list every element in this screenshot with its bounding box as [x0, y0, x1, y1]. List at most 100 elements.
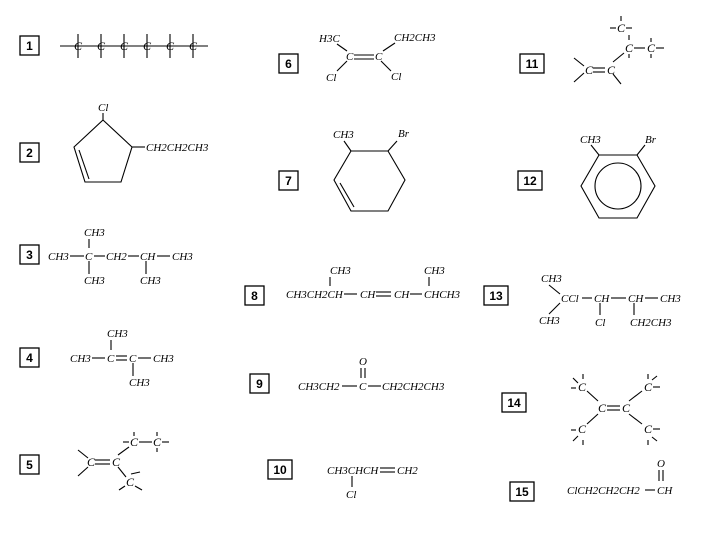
atom-label: CH2CH3: [394, 32, 436, 44]
alkene-skeleton: C C C C C: [77, 432, 169, 491]
atom-label: CH3CH2CH: [286, 289, 344, 301]
structure-number: 7: [285, 174, 292, 188]
atom-label: CH3: [84, 227, 105, 239]
svg-text:C: C: [625, 41, 634, 55]
atom-label: Cl: [595, 317, 605, 329]
svg-text:C: C: [87, 455, 96, 469]
svg-text:C: C: [617, 21, 626, 35]
svg-text:C: C: [189, 39, 198, 53]
atom-label: C: [375, 51, 383, 63]
svg-text:C: C: [578, 422, 587, 436]
svg-text:C: C: [143, 39, 152, 53]
structure-number-box: [244, 285, 265, 306]
structure-number-box: [501, 392, 527, 413]
structure-9: 9 O CH3CH2 C CH2CH2CH3: [249, 356, 445, 394]
svg-text:C: C: [644, 422, 653, 436]
atom-label: CH3CHCH: [327, 465, 379, 477]
structure-number: 2: [26, 146, 33, 160]
atom-label: CH3: [539, 315, 560, 327]
atom-label: CH3: [541, 273, 562, 285]
atom-label: CH2: [397, 465, 418, 477]
atom-label: Cl: [326, 72, 336, 84]
atom-label: CH: [594, 293, 610, 305]
atom-label: C: [107, 353, 115, 365]
structure-number-box: [19, 347, 40, 368]
structure-6: 6 H3C C C CH2CH3 Cl Cl: [278, 32, 436, 84]
atom-label: Cl: [346, 489, 356, 501]
structure-number-box: [278, 170, 299, 191]
svg-text:C: C: [126, 475, 135, 489]
svg-text:C: C: [585, 63, 594, 77]
structure-number-box: [267, 459, 293, 480]
atom-label: C: [346, 51, 354, 63]
substituent-br: Br: [398, 128, 410, 140]
structure-4: 4 CH3 CH3 C C CH3 CH3: [19, 328, 174, 389]
structure-number: 13: [489, 289, 503, 303]
atom-label: C: [85, 251, 93, 263]
structure-7: 7 CH3 Br: [278, 128, 410, 212]
structure-number-box: [278, 53, 299, 74]
structure-number: 5: [26, 458, 33, 472]
structure-number: 4: [26, 351, 33, 365]
atom-label: CH3: [424, 265, 445, 277]
atom-label: CH3: [172, 251, 193, 263]
atom-label: CH3: [140, 275, 161, 287]
svg-text:C: C: [74, 39, 83, 53]
atom-label: CH3: [107, 328, 128, 340]
atom-label: CH3: [330, 265, 351, 277]
structure-13: 13 CH3 CCl CH CH CH3 CH3 Cl CH2CH3: [483, 273, 681, 329]
structure-11: 11 C C C C C: [519, 16, 664, 85]
atom-label: C: [129, 353, 137, 365]
structure-14: 14 C C C C C C: [501, 374, 660, 445]
structure-1: 1 C C C C C C: [19, 34, 208, 58]
alkene-skeleton: C C C C C: [573, 16, 664, 85]
atom-label: CH3: [660, 293, 681, 305]
cyclopentene-ring: [73, 119, 133, 183]
structure-number: 8: [251, 289, 258, 303]
atom-label: CH3: [48, 251, 69, 263]
structure-number-box: [519, 53, 545, 74]
atom-label: CH2: [106, 251, 127, 263]
svg-text:C: C: [153, 435, 162, 449]
atom-label: CH: [628, 293, 644, 305]
structure-12: 12 CH3 Br: [517, 134, 657, 219]
svg-text:C: C: [622, 401, 631, 415]
atom-label: CH3: [70, 353, 91, 365]
atom-label: Cl: [391, 71, 401, 83]
double-bond: [78, 149, 90, 180]
structure-number: 15: [515, 485, 529, 499]
structure-number-box: [517, 170, 543, 191]
structure-number-box: [483, 285, 509, 306]
aromatic-circle: [594, 162, 642, 210]
structure-number: 9: [256, 377, 263, 391]
structure-15: 15 O ClCH2CH2CH2 CH: [509, 458, 673, 502]
atom-label: CH: [657, 485, 673, 497]
carbon-chain-skeleton: C C C C C C: [60, 34, 208, 58]
structure-3: 3 CH3 CH3 C CH2 CH CH3 CH3 CH3: [19, 227, 193, 287]
svg-text:C: C: [578, 380, 587, 394]
structure-number-box: [249, 373, 270, 394]
structure-number: 11: [526, 57, 539, 71]
atom-label: CH3: [129, 377, 150, 389]
structure-number-box: [19, 142, 40, 163]
atom-label: C: [359, 381, 367, 393]
structure-number: 10: [273, 463, 287, 477]
svg-text:C: C: [166, 39, 175, 53]
atom-label: CH3: [153, 353, 174, 365]
structure-10: 10 CH3CHCH CH2 Cl: [267, 459, 418, 501]
substituent-br: Br: [645, 134, 657, 146]
atom-label: CH2CH2CH3: [382, 381, 445, 393]
atom-label: CH2CH3: [630, 317, 672, 329]
cyclohexene-ring: [333, 150, 406, 212]
structure-number-box: [19, 35, 40, 56]
atom-label: CH3CH2: [298, 381, 340, 393]
svg-text:C: C: [130, 435, 139, 449]
svg-text:C: C: [607, 63, 616, 77]
double-bond: [339, 182, 355, 208]
structure-number-box: [509, 481, 535, 502]
structure-8: 8 CH3 CH3CH2CH CH CH CHCH3 CH3: [244, 265, 461, 306]
atom-label: O: [359, 356, 367, 368]
substituent-propyl: CH2CH2CH3: [146, 142, 209, 154]
structure-2: 2 Cl CH2CH2CH3: [19, 102, 209, 183]
